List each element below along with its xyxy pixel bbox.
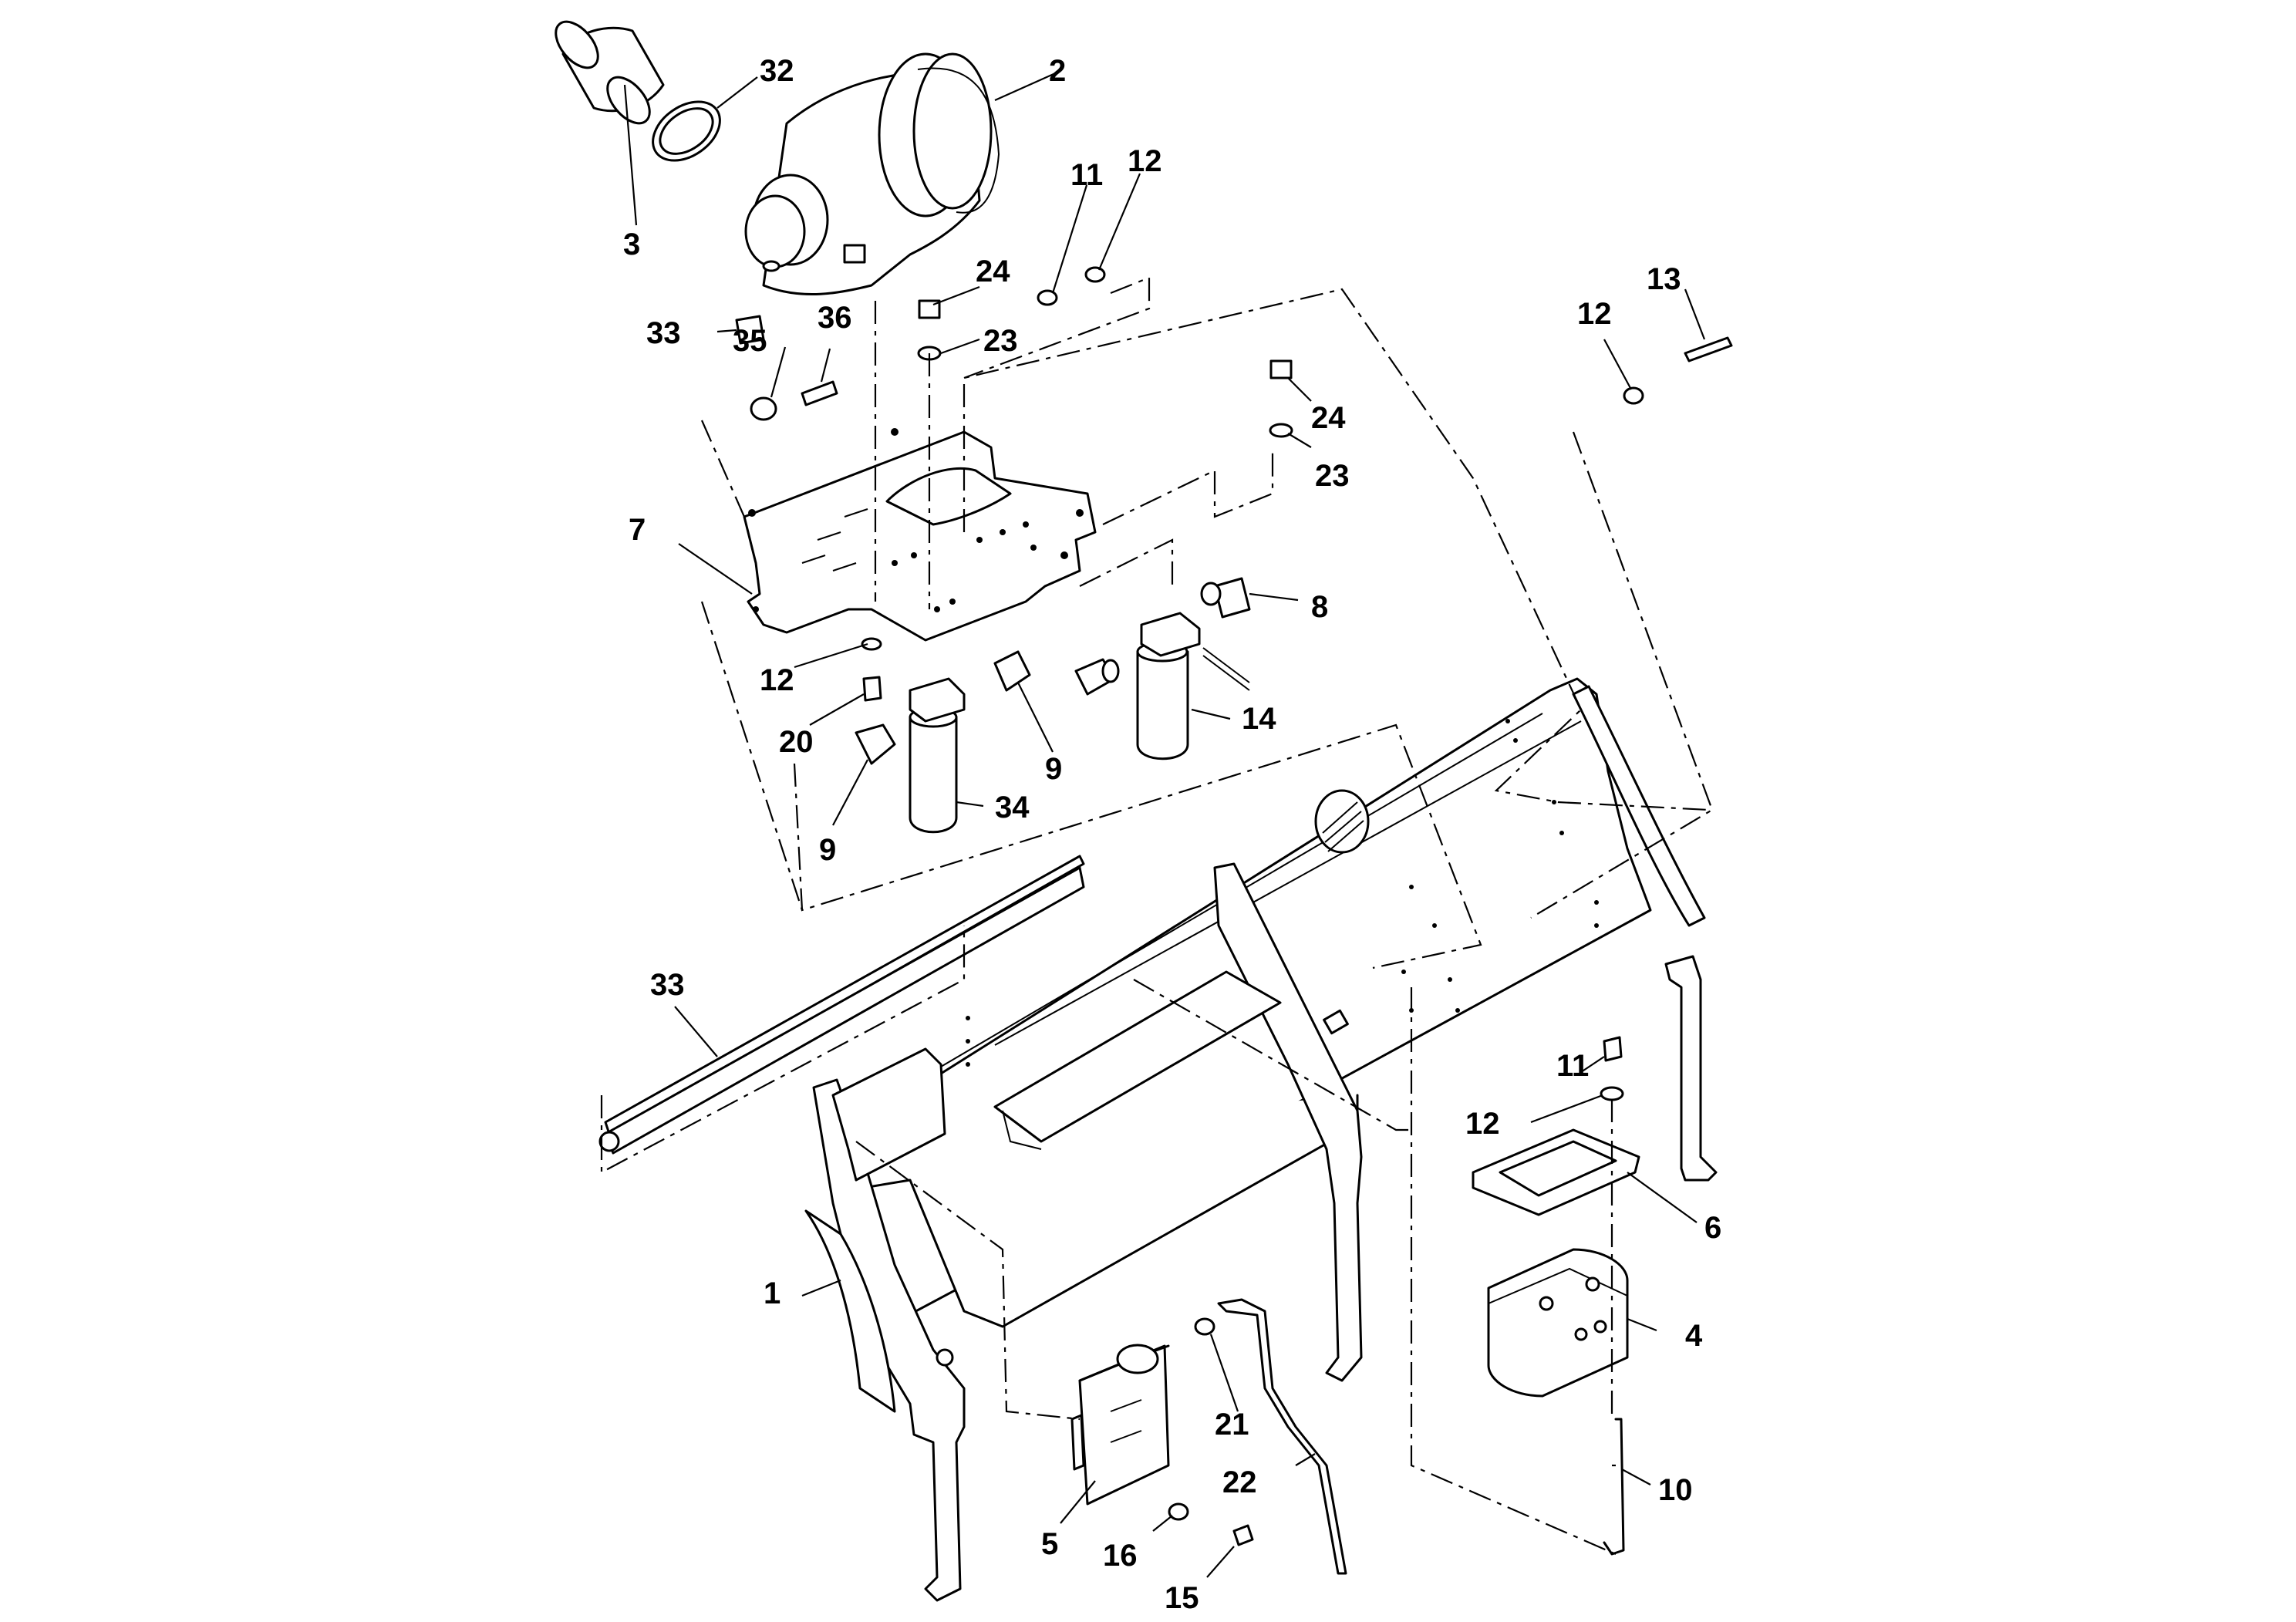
callout-23-right: 23 [1315,459,1350,493]
coolant-reservoir [1070,1344,1170,1506]
dust-valve [735,260,781,345]
callout-33-label: 33 [650,968,685,1002]
coolant-hose [1217,1298,1347,1575]
callout-2: 2 [1049,54,1066,88]
callout-12-right: 12 [1577,297,1612,331]
callout-12-top: 12 [1128,144,1162,178]
callout-30: 32 [760,54,794,88]
air-filter-housing [744,52,1000,295]
callout-35: 35 [733,324,767,358]
callout-6: 6 [1704,1211,1721,1245]
callout-1: 1 [764,1276,781,1310]
callout-10: 10 [1658,1473,1693,1507]
callout-32: 33 [646,316,681,350]
mounting-plate [743,428,1097,642]
fitting-9-right [1074,658,1120,696]
dashed-assembly-lines [600,276,1714,1556]
hardware [750,266,1733,1546]
callout-11-right: 11 [1556,1049,1589,1083]
vent-grille [1314,789,1370,854]
intake-hose [555,20,665,125]
hose-clip [1194,1317,1215,1336]
callout-36: 36 [818,301,852,335]
callout-34: 34 [995,791,1030,824]
fuel-filter-left [909,677,966,834]
callout-3: 3 [623,228,640,261]
fitting-9-mid [993,650,1031,692]
callout-21: 21 [1215,1408,1249,1442]
fitting-9-left [855,723,896,765]
hose-clamp-inner [659,107,714,155]
callout-7: 7 [629,513,646,547]
callout-12-mid: 12 [760,663,794,697]
callout-24-top: 24 [976,255,1010,288]
callout-5: 5 [1041,1527,1058,1561]
callout-9-left: 9 [819,833,836,867]
callout-20: 20 [779,725,814,759]
main-frame-panel [804,677,1718,1602]
battery-rod [1603,1418,1625,1556]
fuel-filter-right [1136,612,1250,760]
callout-11-top: 11 [1070,158,1103,192]
callout-23-top: 23 [983,324,1018,358]
fitting-8 [1200,577,1251,619]
battery [1487,1248,1629,1398]
callout-16: 16 [1103,1539,1138,1573]
callout-22: 22 [1222,1465,1257,1499]
callout-13: 13 [1647,262,1681,296]
callout-15: 15 [1165,1581,1199,1615]
callout-14: 14 [1242,702,1276,736]
battery-hold-down [1472,1128,1640,1216]
callout-labels: 2 32 3 33 35 36 24 23 11 12 24 23 12 13 … [623,54,1721,1615]
callout-24-right: 24 [1311,401,1346,435]
callout-9-mid: 9 [1045,752,1062,786]
leader-lines [623,69,1706,1578]
callout-12-low: 12 [1465,1107,1500,1141]
callout-8: 8 [1311,590,1328,624]
callout-4: 4 [1685,1319,1703,1353]
